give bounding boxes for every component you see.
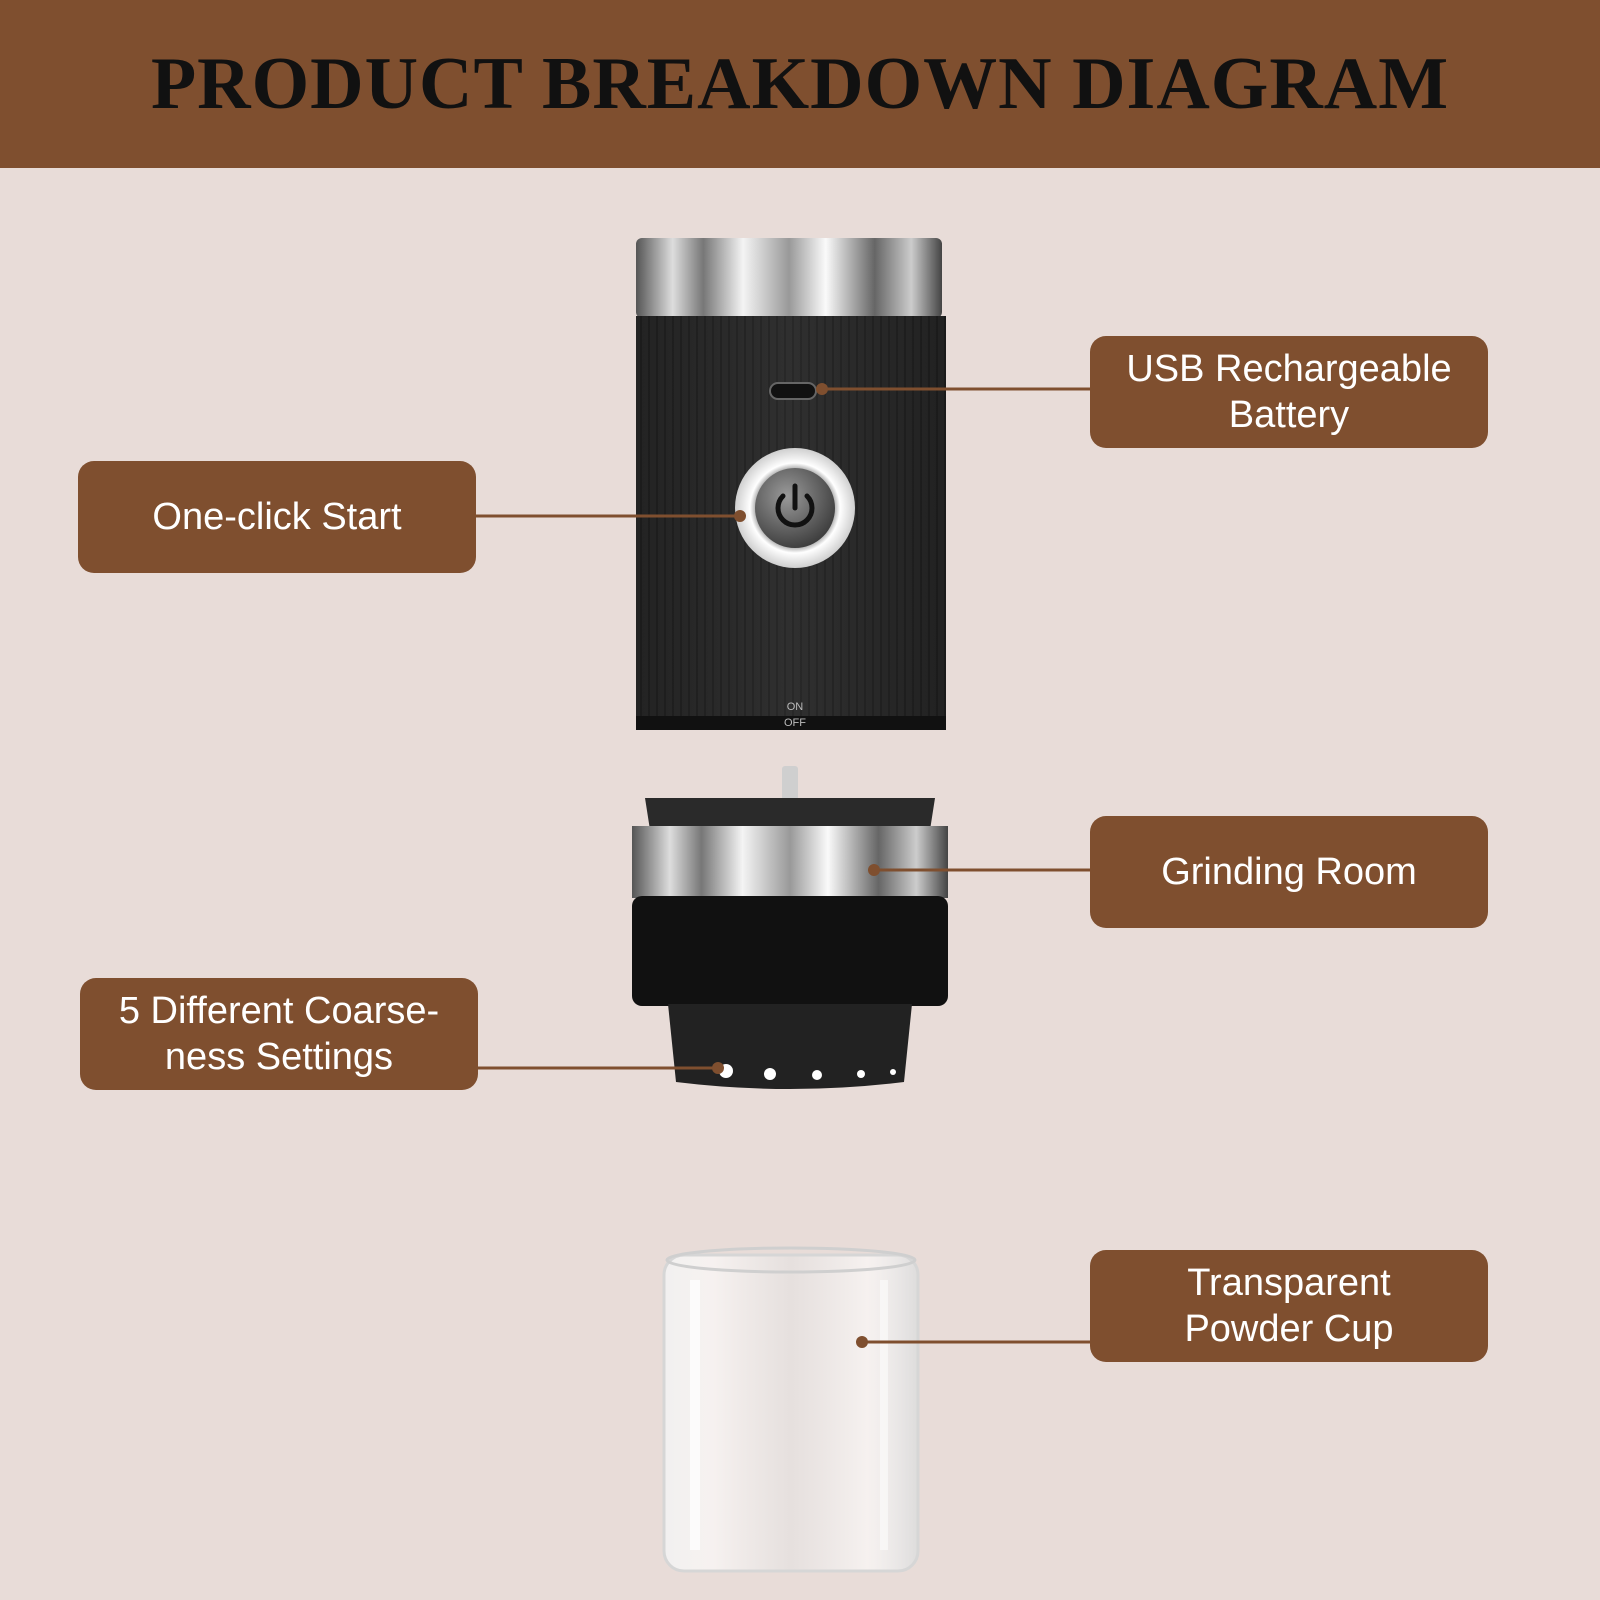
powder-cup [662, 1246, 920, 1573]
header-banner: PRODUCT BREAKDOWN DIAGRAM [0, 0, 1600, 168]
leader-dots [712, 383, 880, 1348]
callout-one-click-start: One-click Start [78, 461, 476, 573]
leader-lines [476, 387, 1090, 1344]
page-title: PRODUCT BREAKDOWN DIAGRAM [150, 42, 1450, 125]
chrome-top-ring [636, 238, 942, 318]
callout-cup-label: Transparent Powder Cup [1184, 1262, 1394, 1350]
callout-coarseness-label: 5 Different Coarse- ness Settings [118, 990, 440, 1078]
drive-shaft [782, 766, 798, 800]
callout-grinding-room: Grinding Room [1090, 816, 1488, 928]
callout-grinding-label: Grinding Room [1161, 851, 1417, 893]
grinder-chrome-band [632, 826, 948, 898]
callout-usb-rechargeable-battery: USB Rechargeable Battery [1090, 336, 1488, 448]
grinder-rim [645, 798, 935, 830]
callout-transparent-powder-cup: Transparent Powder Cup [1090, 1250, 1488, 1362]
motor-unit: ON OFF [636, 238, 946, 730]
callout-usb-label: USB Rechargeable Battery [1126, 348, 1452, 436]
callout-start-label: One-click Start [152, 496, 402, 538]
switch-on-label: ON [787, 701, 804, 713]
grinder-body [632, 896, 948, 1006]
switch-off-label: OFF [784, 717, 806, 729]
power-icon [775, 483, 815, 528]
coarseness-dial [668, 1004, 912, 1089]
grinding-unit [632, 766, 948, 1089]
callout-coarseness-settings: 5 Different Coarse- ness Settings [80, 978, 478, 1090]
usb-c-port-icon [769, 382, 817, 400]
